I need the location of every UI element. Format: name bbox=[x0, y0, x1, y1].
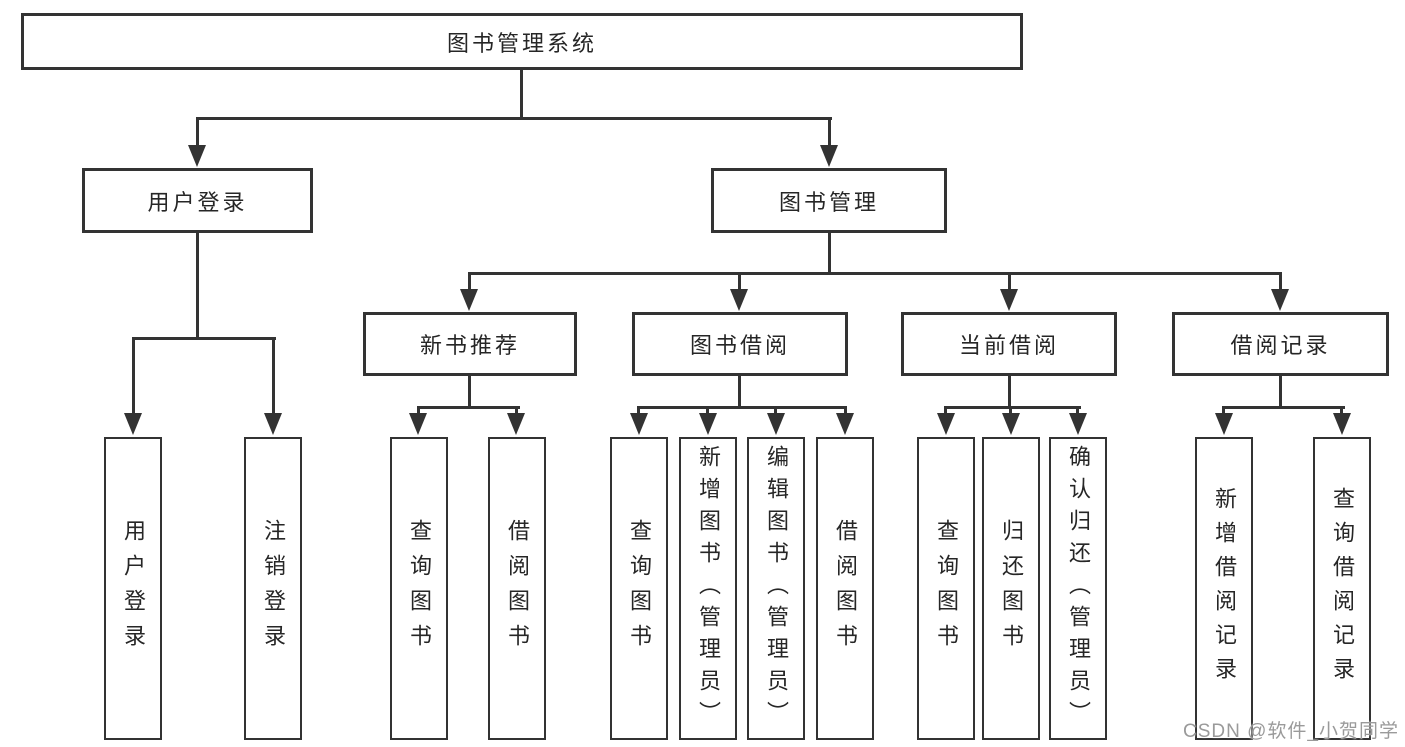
connector-line bbox=[738, 272, 741, 292]
arrowhead-down-icon bbox=[1271, 289, 1289, 311]
arrowhead-down-icon bbox=[836, 413, 854, 435]
connector-line bbox=[132, 337, 135, 415]
connector-line bbox=[1279, 272, 1282, 292]
node-book-management: 图书管理 bbox=[711, 168, 947, 233]
node-label: 图书管理系统 bbox=[446, 30, 597, 56]
connector-line bbox=[844, 406, 847, 418]
connector-line bbox=[468, 272, 1282, 275]
node-library-management-system: 图书管理系统 bbox=[21, 13, 1023, 70]
arrowhead-down-icon bbox=[1069, 413, 1087, 435]
connector-line bbox=[944, 406, 1081, 409]
leaf-add-books-admin: 新增图书（管理员） bbox=[679, 437, 737, 740]
leaf-borrow-books: 借阅图书 bbox=[488, 437, 546, 740]
leaf-query-books: 查询图书 bbox=[390, 437, 448, 740]
connector-line bbox=[637, 406, 847, 409]
leaf-label: 查询借阅记录 bbox=[1330, 486, 1355, 691]
connector-line bbox=[1222, 406, 1345, 409]
leaf-return-books: 归还图书 bbox=[982, 437, 1040, 740]
connector-line bbox=[637, 406, 640, 418]
arrowhead-down-icon bbox=[460, 289, 478, 311]
connector-line bbox=[468, 375, 471, 409]
node-label: 当前借阅 bbox=[958, 333, 1059, 358]
leaf-add-borrow-record: 新增借阅记录 bbox=[1195, 437, 1253, 740]
connector-line bbox=[828, 233, 831, 275]
arrowhead-down-icon bbox=[699, 413, 717, 435]
leaf-label: 注销登录 bbox=[261, 518, 286, 659]
node-current-borrow: 当前借阅 bbox=[901, 312, 1117, 376]
leaf-label: 确认归还（管理员） bbox=[1066, 444, 1091, 733]
leaf-label: 查询图书 bbox=[407, 518, 432, 659]
connector-line bbox=[196, 233, 199, 340]
leaf-query-books: 查询图书 bbox=[917, 437, 975, 740]
node-user-login: 用户登录 bbox=[82, 168, 313, 233]
connector-line bbox=[1008, 272, 1011, 292]
node-borrow-records: 借阅记录 bbox=[1172, 312, 1389, 376]
connector-line bbox=[706, 406, 709, 418]
arrowhead-down-icon bbox=[1215, 413, 1233, 435]
connector-line bbox=[196, 117, 199, 149]
connector-line bbox=[1279, 375, 1282, 409]
arrowhead-down-icon bbox=[730, 289, 748, 311]
connector-line bbox=[944, 406, 947, 418]
node-label: 借阅记录 bbox=[1230, 333, 1331, 358]
leaf-query-books: 查询图书 bbox=[610, 437, 668, 740]
arrowhead-down-icon bbox=[937, 413, 955, 435]
connector-line bbox=[774, 406, 777, 418]
node-new-book-recommend: 新书推荐 bbox=[363, 312, 577, 376]
arrowhead-down-icon bbox=[1002, 413, 1020, 435]
leaf-label: 查询图书 bbox=[627, 518, 652, 659]
leaf-label: 归还图书 bbox=[999, 518, 1024, 659]
connector-line bbox=[1008, 375, 1011, 409]
node-label: 用户登录 bbox=[147, 189, 248, 215]
connector-line bbox=[196, 117, 832, 120]
connector-line bbox=[1340, 406, 1343, 418]
arrowhead-down-icon bbox=[1000, 289, 1018, 311]
leaf-logout: 注销登录 bbox=[244, 437, 302, 740]
arrowhead-down-icon bbox=[409, 413, 427, 435]
arrowhead-down-icon bbox=[264, 413, 282, 435]
connector-line bbox=[468, 272, 471, 292]
node-label: 图书管理 bbox=[778, 189, 879, 215]
connector-line bbox=[1009, 406, 1012, 418]
connector-line bbox=[272, 337, 275, 415]
connector-line bbox=[738, 375, 741, 409]
connector-line bbox=[520, 70, 523, 120]
leaf-label: 新增借阅记录 bbox=[1212, 486, 1237, 691]
node-book-borrow: 图书借阅 bbox=[632, 312, 848, 376]
connector-line bbox=[1076, 406, 1079, 418]
leaf-label: 借阅图书 bbox=[833, 518, 858, 659]
arrowhead-down-icon bbox=[1333, 413, 1351, 435]
arrowhead-down-icon bbox=[124, 413, 142, 435]
connector-line bbox=[132, 337, 276, 340]
arrowhead-down-icon bbox=[507, 413, 525, 435]
leaf-label: 编辑图书（管理员） bbox=[764, 444, 789, 733]
node-label: 新书推荐 bbox=[419, 333, 520, 358]
arrowhead-down-icon bbox=[188, 145, 206, 167]
leaf-user-login: 用户登录 bbox=[104, 437, 162, 740]
arrowhead-down-icon bbox=[820, 145, 838, 167]
connector-line bbox=[1222, 406, 1225, 418]
connector-line bbox=[417, 406, 520, 409]
csdn-watermark: CSDN @软件_小贺同学 bbox=[1183, 721, 1399, 742]
leaf-borrow-books: 借阅图书 bbox=[816, 437, 874, 740]
arrowhead-down-icon bbox=[630, 413, 648, 435]
connector-line bbox=[417, 406, 420, 418]
leaf-query-borrow-record: 查询借阅记录 bbox=[1313, 437, 1371, 740]
leaf-label: 新增图书（管理员） bbox=[696, 444, 721, 733]
leaf-confirm-return-admin: 确认归还（管理员） bbox=[1049, 437, 1107, 740]
leaf-label: 借阅图书 bbox=[505, 518, 530, 659]
node-label: 图书借阅 bbox=[689, 333, 790, 358]
leaf-label: 用户登录 bbox=[121, 518, 146, 659]
connector-line bbox=[828, 117, 831, 149]
connector-line bbox=[515, 406, 518, 418]
leaf-edit-books-admin: 编辑图书（管理员） bbox=[747, 437, 805, 740]
leaf-label: 查询图书 bbox=[934, 518, 959, 659]
arrowhead-down-icon bbox=[767, 413, 785, 435]
